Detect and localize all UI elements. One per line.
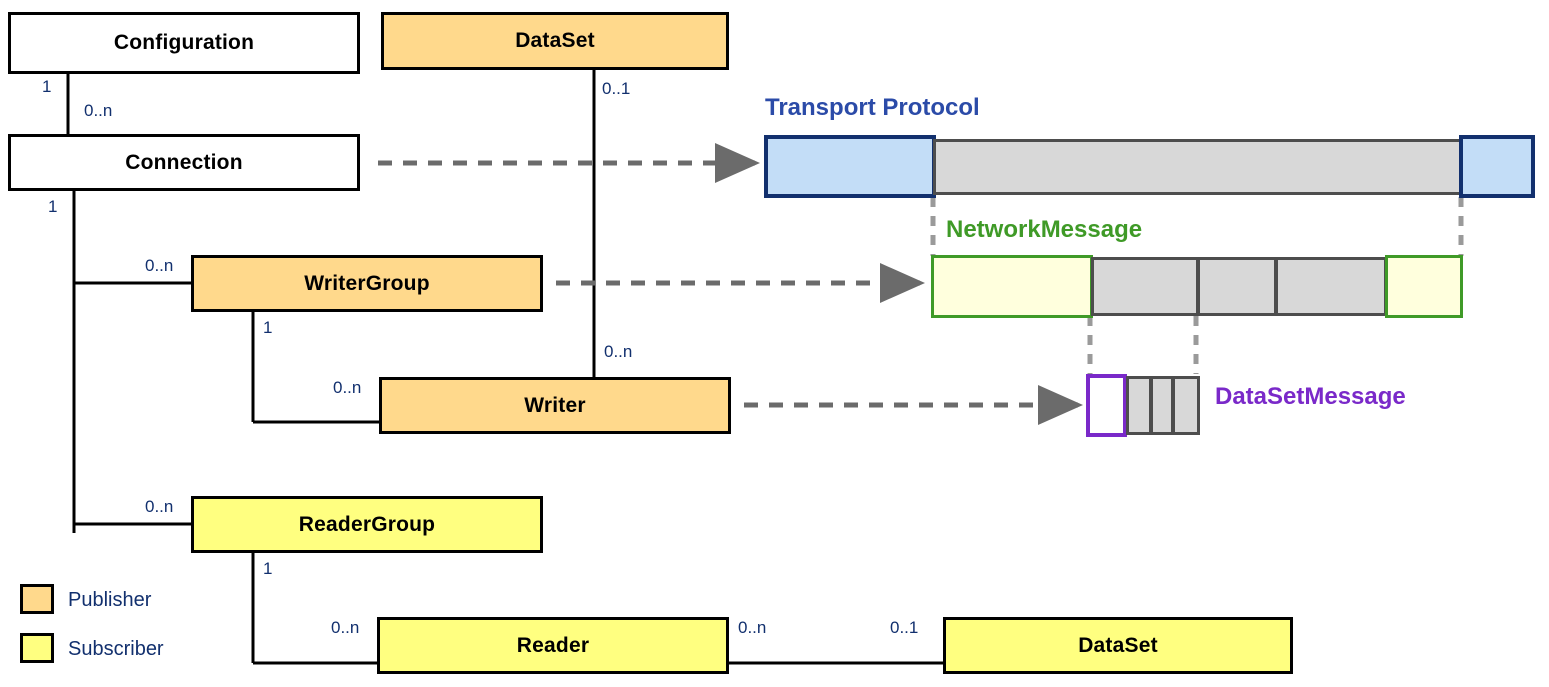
class-label: ReaderGroup — [298, 512, 436, 536]
dataset-message-title: DataSetMessage — [1215, 383, 1406, 410]
network-payload-cell-3[interactable] — [1275, 257, 1387, 316]
dsm-header-cell[interactable] — [1086, 374, 1127, 437]
class-label: Reader — [516, 633, 590, 657]
class-label: WriterGroup — [304, 271, 430, 295]
network-payload-cell-2[interactable] — [1197, 257, 1277, 316]
multiplicity-readergroup-1: 1 — [263, 559, 273, 578]
class-label: Writer — [524, 393, 586, 417]
multiplicity-connection-writergroup-0n: 0..n — [145, 256, 174, 275]
class-label: Connection — [125, 150, 243, 174]
legend-swatch-publisher — [20, 584, 54, 614]
multiplicity-connection-readergroup-0n: 0..n — [145, 497, 174, 516]
network-header-cell[interactable] — [931, 255, 1093, 318]
class-box-writer[interactable]: Writer — [379, 377, 731, 434]
multiplicity-config-connection-0n: 0..n — [84, 101, 113, 120]
legend-label-subscriber: Subscriber — [68, 638, 164, 660]
network-trailer-cell[interactable] — [1385, 255, 1463, 318]
class-label: DataSet — [1078, 633, 1158, 657]
multiplicity-writergroup-writer-0n: 0..n — [333, 378, 362, 397]
transport-trailer-cell[interactable] — [1459, 135, 1535, 198]
class-box-dataset-publisher[interactable]: DataSet — [381, 12, 729, 70]
multiplicity-connection-1: 1 — [48, 197, 58, 216]
class-box-dataset-subscriber[interactable]: DataSet — [943, 617, 1293, 674]
transport-header-cell[interactable] — [764, 135, 936, 198]
transport-protocol-title: Transport Protocol — [765, 94, 980, 121]
transport-payload-cell[interactable] — [933, 139, 1463, 195]
class-box-reader[interactable]: Reader — [377, 617, 729, 674]
multiplicity-writergroup-1: 1 — [263, 318, 273, 337]
dsm-field-cell-1[interactable] — [1126, 376, 1152, 435]
class-box-writergroup[interactable]: WriterGroup — [191, 255, 543, 312]
multiplicity-config-1: 1 — [42, 77, 52, 96]
multiplicity-reader-dataset-0n: 0..n — [738, 618, 767, 637]
class-box-configuration[interactable]: Configuration — [8, 12, 360, 74]
class-label: Configuration — [113, 31, 255, 54]
network-message-title: NetworkMessage — [946, 216, 1143, 243]
legend-label-publisher: Publisher — [68, 589, 152, 611]
class-box-connection[interactable]: Connection — [8, 134, 360, 191]
multiplicity-reader-dataset-01: 0..1 — [890, 618, 919, 637]
class-label: DataSet — [515, 29, 595, 52]
multiplicity-dataset-writer-01: 0..1 — [602, 79, 631, 98]
dsm-field-cell-3[interactable] — [1172, 376, 1200, 435]
network-payload-cell-1[interactable] — [1091, 257, 1199, 316]
dsm-field-cell-2[interactable] — [1150, 376, 1174, 435]
multiplicity-dataset-writer-0n: 0..n — [604, 342, 633, 361]
multiplicity-readergroup-reader-0n: 0..n — [331, 618, 360, 637]
class-box-readergroup[interactable]: ReaderGroup — [191, 496, 543, 553]
legend-swatch-subscriber — [20, 633, 54, 663]
